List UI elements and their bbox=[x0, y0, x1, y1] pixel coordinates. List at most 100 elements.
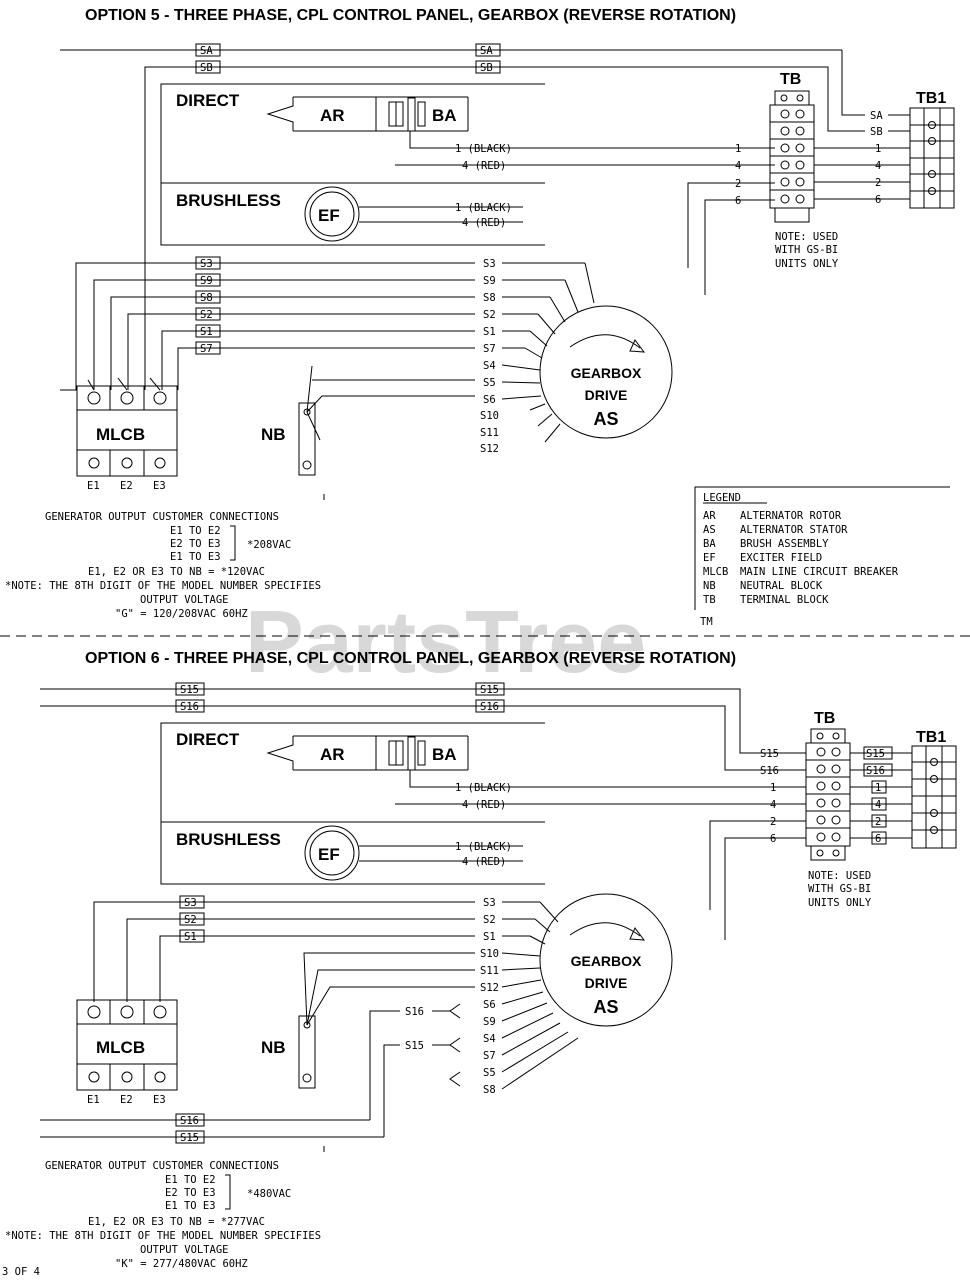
svg-text:S4: S4 bbox=[483, 1033, 496, 1045]
svg-text:TB: TB bbox=[814, 710, 835, 727]
opt5-direct-label: DIRECT bbox=[176, 91, 240, 110]
svg-text:*208VAC: *208VAC bbox=[247, 539, 291, 551]
svg-text:6: 6 bbox=[735, 195, 741, 207]
svg-text:2: 2 bbox=[875, 816, 881, 828]
svg-text:AS: AS bbox=[593, 997, 618, 1017]
svg-text:S9: S9 bbox=[200, 275, 213, 287]
opt6-brush-assembly: BA bbox=[388, 736, 457, 771]
opt5-title: OPTION 5 - THREE PHASE, CPL CONTROL PANE… bbox=[85, 7, 736, 24]
svg-text:*NOTE: THE 8TH DIGIT OF THE MO: *NOTE: THE 8TH DIGIT OF THE MODEL NUMBER… bbox=[5, 1230, 321, 1242]
svg-text:S1: S1 bbox=[184, 931, 197, 943]
opt5-terminal-block-tb: TB bbox=[769, 71, 815, 223]
opt5-wire-black bbox=[409, 131, 545, 149]
opt6-rotor-frame bbox=[160, 722, 545, 885]
svg-text:S4: S4 bbox=[483, 360, 496, 372]
svg-text:S12: S12 bbox=[480, 443, 499, 455]
svg-text:E1 TO E2: E1 TO E2 bbox=[165, 1174, 216, 1186]
opt6-direct-label: DIRECT bbox=[176, 730, 240, 749]
svg-text:S1: S1 bbox=[483, 326, 496, 338]
svg-text:*480VAC: *480VAC bbox=[247, 1188, 291, 1200]
svg-text:BA: BA bbox=[432, 106, 457, 125]
svg-text:MLCB: MLCB bbox=[96, 425, 145, 444]
svg-text:E1 TO E3: E1 TO E3 bbox=[165, 1200, 216, 1212]
svg-text:EF: EF bbox=[318, 206, 340, 225]
opt5-neutral-block: NB bbox=[261, 365, 475, 500]
svg-text:S2: S2 bbox=[483, 914, 496, 926]
svg-text:S3: S3 bbox=[200, 258, 213, 270]
svg-text:TB: TB bbox=[780, 71, 801, 88]
svg-text:E1, E2 OR E3 TO NB = *120VAC: E1, E2 OR E3 TO NB = *120VAC bbox=[88, 566, 265, 578]
svg-text:E2: E2 bbox=[120, 1094, 133, 1106]
svg-text:SB: SB bbox=[870, 126, 883, 138]
opt6-terminal-block-tb1: TB1 bbox=[911, 729, 957, 849]
svg-text:OUTPUT VOLTAGE: OUTPUT VOLTAGE bbox=[140, 594, 229, 606]
svg-text:NEUTRAL BLOCK: NEUTRAL BLOCK bbox=[740, 580, 823, 592]
opt6-tb-note-1: NOTE: USED bbox=[808, 870, 871, 882]
svg-text:S9: S9 bbox=[483, 275, 496, 287]
opt6-red-label: 4 (RED) bbox=[462, 799, 506, 811]
svg-text:E1 TO E2: E1 TO E2 bbox=[170, 525, 221, 537]
svg-text:GENERATOR OUTPUT CUSTOMER CONN: GENERATOR OUTPUT CUSTOMER CONNECTIONS bbox=[45, 1160, 279, 1172]
svg-text:SA: SA bbox=[200, 45, 213, 57]
opt6-stator-fan bbox=[501, 901, 579, 1090]
svg-text:S11: S11 bbox=[480, 427, 499, 439]
svg-text:"K" = 277/480VAC 60HZ: "K" = 277/480VAC 60HZ bbox=[115, 1258, 248, 1270]
opt5-stator-fan bbox=[501, 262, 595, 443]
svg-text:SB: SB bbox=[200, 62, 213, 74]
svg-text:S11: S11 bbox=[480, 965, 499, 977]
svg-text:EF: EF bbox=[318, 845, 340, 864]
svg-text:LEGEND: LEGEND bbox=[703, 492, 741, 504]
svg-text:E1, E2 OR E3 TO NB = *277VAC: E1, E2 OR E3 TO NB = *277VAC bbox=[88, 1216, 265, 1228]
opt5-terminal-block-tb1: TB1 bbox=[909, 90, 955, 209]
svg-text:AR: AR bbox=[703, 510, 716, 522]
opt5-black-label: 1 (BLACK) bbox=[455, 143, 512, 155]
svg-text:E3: E3 bbox=[153, 1094, 166, 1106]
svg-text:S5: S5 bbox=[483, 377, 496, 389]
svg-text:S1: S1 bbox=[483, 931, 496, 943]
opt5-mlcb: MLCB E1 E2 E3 bbox=[76, 377, 178, 492]
opt6-jumper-s16: S16 bbox=[369, 1003, 461, 1120]
svg-text:AR: AR bbox=[320, 106, 345, 125]
opt5-ef-black-label: 1 (BLACK) bbox=[455, 202, 512, 214]
opt6-ef-black-label: 1 (BLACK) bbox=[455, 841, 512, 853]
opt5-tb-note-1: NOTE: USED bbox=[775, 231, 838, 243]
svg-text:ALTERNATOR STATOR: ALTERNATOR STATOR bbox=[740, 524, 848, 536]
svg-text:6: 6 bbox=[875, 833, 881, 845]
opt5-alternator-rotor: AR bbox=[266, 96, 469, 132]
opt5-gearbox-drive: GEARBOX DRIVE AS bbox=[539, 305, 673, 439]
svg-text:ALTERNATOR ROTOR: ALTERNATOR ROTOR bbox=[740, 510, 842, 522]
svg-text:TB: TB bbox=[703, 594, 716, 606]
svg-text:E1: E1 bbox=[87, 1094, 100, 1106]
opt6-ef-red-label: 4 (RED) bbox=[462, 856, 506, 868]
svg-text:MAIN LINE CIRCUIT BREAKER: MAIN LINE CIRCUIT BREAKER bbox=[740, 566, 899, 578]
svg-text:NB: NB bbox=[703, 580, 716, 592]
svg-text:*NOTE: THE 8TH DIGIT OF THE MO: *NOTE: THE 8TH DIGIT OF THE MODEL NUMBER… bbox=[5, 580, 321, 592]
opt5-tb-note-2: WITH GS-BI bbox=[775, 244, 838, 256]
svg-text:DRIVE: DRIVE bbox=[585, 387, 628, 403]
opt5-wire-sa: SA SA bbox=[60, 43, 865, 116]
svg-text:AS: AS bbox=[593, 409, 618, 429]
svg-text:4: 4 bbox=[875, 160, 881, 172]
opt6-wire-s16: S16 S16 bbox=[40, 699, 775, 771]
svg-text:S7: S7 bbox=[483, 343, 496, 355]
svg-text:1: 1 bbox=[875, 143, 881, 155]
svg-text:S3: S3 bbox=[184, 897, 197, 909]
svg-text:EF: EF bbox=[703, 552, 716, 564]
svg-text:2: 2 bbox=[875, 177, 881, 189]
opt5-connection-notes: GENERATOR OUTPUT CUSTOMER CONNECTIONS E1… bbox=[5, 511, 321, 620]
svg-text:GEARBOX: GEARBOX bbox=[571, 365, 642, 381]
svg-text:E1 TO E3: E1 TO E3 bbox=[170, 551, 221, 563]
opt6-bottom-wires: S16 S15 bbox=[40, 1113, 384, 1144]
svg-text:OUTPUT VOLTAGE: OUTPUT VOLTAGE bbox=[140, 1244, 229, 1256]
opt6-mlcb: MLCB E1 E2 E3 bbox=[76, 999, 178, 1106]
svg-text:EXCITER FIELD: EXCITER FIELD bbox=[740, 552, 822, 564]
opt6-neutral-block: NB bbox=[261, 952, 475, 1152]
opt6-terminal-block-tb: TB bbox=[805, 710, 851, 861]
svg-text:S16: S16 bbox=[180, 1115, 199, 1127]
opt5-red-label: 4 (RED) bbox=[462, 160, 506, 172]
svg-text:S8: S8 bbox=[200, 292, 213, 304]
svg-text:S15: S15 bbox=[866, 748, 885, 760]
svg-text:DRIVE: DRIVE bbox=[585, 975, 628, 991]
svg-text:AS: AS bbox=[703, 524, 716, 536]
svg-text:NB: NB bbox=[261, 1038, 286, 1057]
